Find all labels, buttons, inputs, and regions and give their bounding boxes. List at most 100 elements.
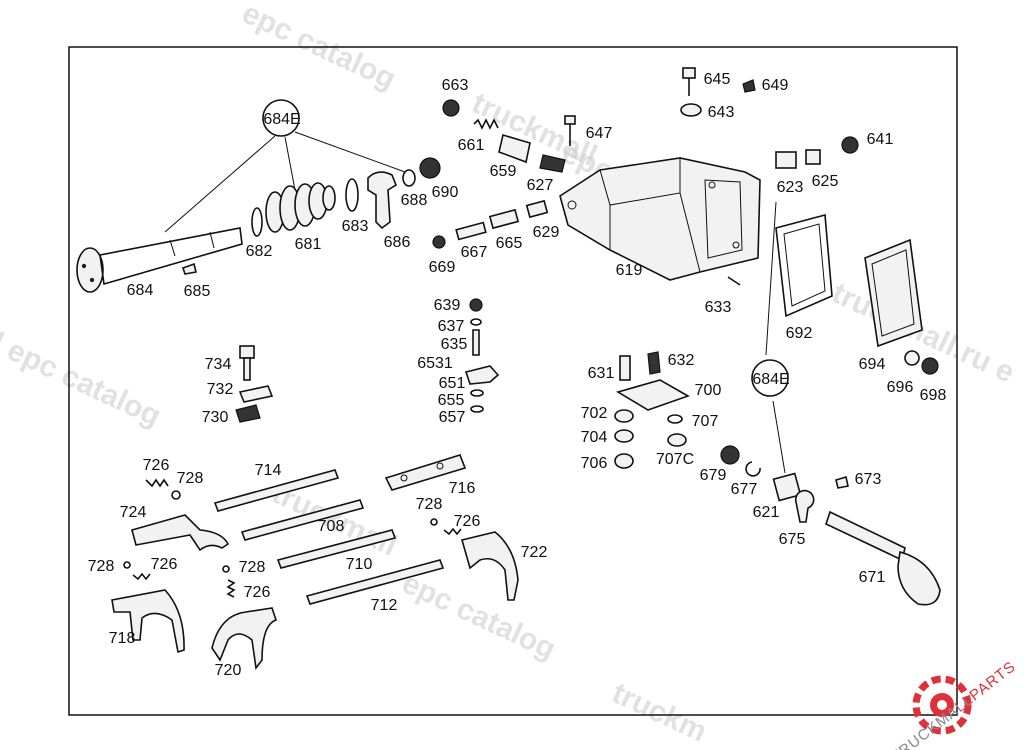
part-690-gear	[419, 157, 441, 179]
part-label-702: 702	[581, 405, 608, 422]
part-724-fork	[131, 514, 230, 552]
part-639-nut	[469, 298, 483, 312]
part-696-washer	[904, 350, 920, 366]
part-label-724: 724	[120, 504, 147, 521]
part-label-681: 681	[295, 236, 322, 253]
part-657-washer	[470, 405, 484, 413]
part-label-698: 698	[920, 387, 947, 404]
part-label-635: 635	[441, 336, 468, 353]
part-649-plug	[742, 79, 756, 93]
part-625-bushing	[805, 149, 821, 165]
part-714-rail	[213, 469, 340, 512]
part-651-lever	[464, 365, 500, 385]
leader-lines-684E-b	[765, 201, 786, 474]
part-label-633: 633	[705, 299, 732, 316]
part-663-gear	[442, 99, 460, 117]
part-633-pin	[727, 276, 741, 286]
part-label-6531: 6531	[417, 355, 453, 372]
part-655-washer	[470, 389, 484, 397]
watermark-text: epc catalog	[237, 0, 401, 96]
part-label-667: 667	[461, 244, 488, 261]
part-726-spring-a	[145, 478, 169, 488]
shift-rails	[213, 469, 445, 605]
part-728-ball-d	[222, 565, 230, 573]
part-label-645: 645	[704, 71, 731, 88]
gear-logo-icon	[912, 675, 972, 735]
part-label-728-a: 728	[177, 470, 204, 487]
part-710-rail	[276, 529, 397, 569]
part-label-726-b: 726	[454, 513, 481, 530]
part-661-spring	[473, 118, 499, 130]
part-707C-ring	[667, 433, 687, 447]
part-label-631: 631	[588, 365, 615, 382]
part-label-679: 679	[700, 467, 727, 484]
part-671-lever	[825, 510, 941, 606]
part-619-housing	[559, 157, 761, 281]
part-label-663: 663	[442, 77, 469, 94]
part-label-677: 677	[731, 481, 758, 498]
leader-lines-684E	[164, 131, 406, 233]
part-label-734: 734	[205, 356, 232, 373]
part-label-692: 692	[786, 325, 813, 342]
part-label-629: 629	[533, 224, 560, 241]
watermark-text: truckmall.ru e	[827, 276, 1019, 389]
part-label-684E-a: 684E	[263, 111, 300, 128]
part-681-bellows	[265, 182, 336, 233]
part-716-bracket	[384, 454, 467, 491]
part-686-lever	[367, 171, 397, 230]
part-label-728-d: 728	[239, 559, 266, 576]
part-632-switch	[647, 351, 661, 375]
part-621-bushing	[772, 472, 802, 502]
part-label-675: 675	[779, 531, 806, 548]
part-623-bushing	[775, 151, 797, 169]
part-726-spring-c	[132, 572, 151, 581]
part-label-732: 732	[207, 381, 234, 398]
part-669-nut	[432, 235, 446, 249]
part-label-686: 686	[384, 234, 411, 251]
part-683-ring	[345, 178, 359, 212]
part-label-671: 671	[859, 569, 886, 586]
part-label-690: 690	[432, 184, 459, 201]
part-label-651: 651	[439, 375, 466, 392]
part-702-ring	[614, 409, 634, 423]
part-label-716: 716	[449, 480, 476, 497]
part-645-bolt	[682, 67, 696, 96]
part-732-plate	[238, 385, 274, 403]
part-label-619: 619	[616, 262, 643, 279]
part-684-shaft	[76, 227, 243, 293]
callout-circle-684E-b	[751, 359, 789, 397]
part-730-block	[235, 404, 261, 423]
part-677-clip	[745, 461, 761, 477]
part-698-nut	[921, 357, 939, 375]
part-label-647: 647	[586, 125, 613, 142]
part-720-fork	[211, 607, 278, 671]
part-641-nut	[841, 136, 859, 154]
part-label-641: 641	[867, 131, 894, 148]
part-label-621: 621	[753, 504, 780, 521]
part-label-657: 657	[439, 409, 466, 426]
part-685-key	[181, 262, 197, 275]
gear-logo-hole	[937, 700, 947, 710]
part-label-673: 673	[855, 471, 882, 488]
part-665-pin	[488, 208, 520, 230]
part-712-rail	[305, 559, 445, 605]
part-675-fork	[794, 489, 815, 523]
part-label-730: 730	[202, 409, 229, 426]
part-635-bolt	[472, 329, 480, 356]
part-643-washer	[680, 103, 702, 117]
part-647-screw	[564, 115, 576, 146]
part-label-665: 665	[496, 235, 523, 252]
part-label-726-a: 726	[143, 457, 170, 474]
part-label-722: 722	[521, 544, 548, 561]
part-label-707: 707	[692, 413, 719, 430]
part-label-694: 694	[859, 356, 886, 373]
watermark-text: l epc catalog	[0, 326, 166, 433]
part-label-632: 632	[668, 352, 695, 369]
part-728-ball-b	[430, 518, 438, 526]
part-label-627: 627	[527, 177, 554, 194]
part-627-plug	[539, 154, 566, 173]
part-629-plug	[525, 199, 549, 219]
part-637-washer	[470, 318, 482, 326]
part-label-682: 682	[246, 243, 273, 260]
